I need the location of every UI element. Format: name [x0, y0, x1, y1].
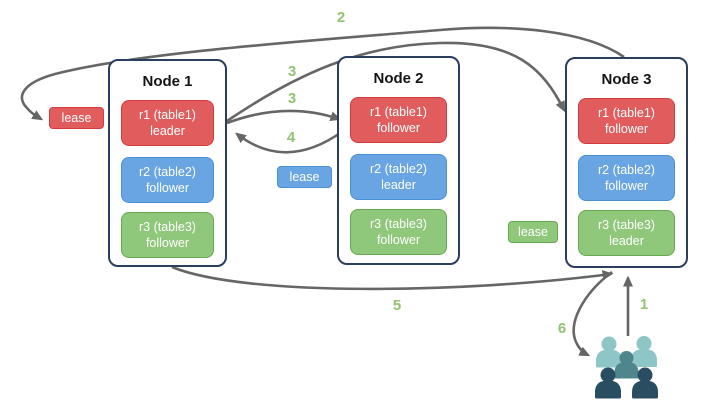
users-icon: [595, 336, 658, 399]
node-1-replica-r2: r2 (table2) follower: [121, 157, 214, 203]
node-2-replica-r2: r2 (table2) leader: [350, 154, 447, 200]
replica-role-label: leader: [381, 178, 416, 192]
replica-range-label: r3 (table3): [370, 216, 427, 231]
node-3-replica-r3: r3 (table3) leader: [578, 210, 675, 256]
step-label-6: 6: [557, 320, 567, 337]
replica-role-label: follower: [376, 233, 421, 247]
lease-label: lease: [61, 111, 92, 125]
step-label-5: 5: [392, 297, 402, 314]
node-1: Node 1 r1 (table1) leader r2 (table2) fo…: [108, 59, 227, 267]
lease-badge-table1: lease: [49, 107, 104, 129]
replica-role-label: follower: [604, 179, 649, 193]
replica-role-label: leader: [609, 234, 644, 248]
users-middle-person: [614, 351, 639, 379]
replica-range-label: r1 (table1): [598, 105, 655, 120]
users-front-row: [595, 367, 658, 399]
lease-badge-table3: lease: [508, 221, 558, 243]
node-2-replica-r1: r1 (table1) follower: [350, 97, 447, 143]
node-2-title: Node 2: [373, 70, 424, 87]
step-label-2: 2: [336, 9, 346, 26]
replica-range-label: r1 (table1): [139, 107, 196, 122]
replica-range-label: r2 (table2): [598, 162, 655, 177]
replica-range-label: r2 (table2): [370, 161, 427, 176]
node-2: Node 2 r1 (table1) follower r2 (table2) …: [337, 56, 460, 265]
node-1-replica-r1: r1 (table1) leader: [121, 100, 214, 146]
node-3-replica-r2: r2 (table2) follower: [578, 155, 675, 201]
replica-role-label: leader: [150, 124, 185, 138]
node-2-replica-r3: r3 (table3) follower: [350, 209, 447, 255]
node-3-replica-r1: r1 (table1) follower: [578, 98, 675, 144]
replica-range-label: r2 (table2): [139, 164, 196, 179]
node-1-replica-r3: r3 (table3) follower: [121, 212, 214, 258]
replica-range-label: r1 (table1): [370, 104, 427, 119]
replica-role-label: follower: [145, 236, 190, 250]
node-1-title: Node 1: [142, 73, 193, 90]
users-back-row: [596, 336, 657, 368]
lease-label: lease: [289, 170, 320, 184]
node-3: Node 3 r1 (table1) follower r2 (table2) …: [565, 57, 688, 268]
step-label-3a: 3: [287, 63, 297, 80]
arrow-step-3-to-node2: [226, 109, 342, 125]
replica-role-label: follower: [604, 122, 649, 136]
replica-range-label: r3 (table3): [139, 219, 196, 234]
step-label-3b: 3: [287, 90, 297, 107]
step-label-4: 4: [286, 129, 296, 146]
node-3-title: Node 3: [601, 71, 652, 88]
lease-label: lease: [518, 225, 548, 239]
arrow-step-5-node1-to-node3: [171, 265, 614, 291]
step-label-1: 1: [639, 296, 649, 313]
replica-role-label: follower: [376, 121, 421, 135]
lease-badge-table2: lease: [277, 166, 332, 188]
replica-range-label: r3 (table3): [598, 217, 655, 232]
replica-role-label: follower: [145, 181, 190, 195]
